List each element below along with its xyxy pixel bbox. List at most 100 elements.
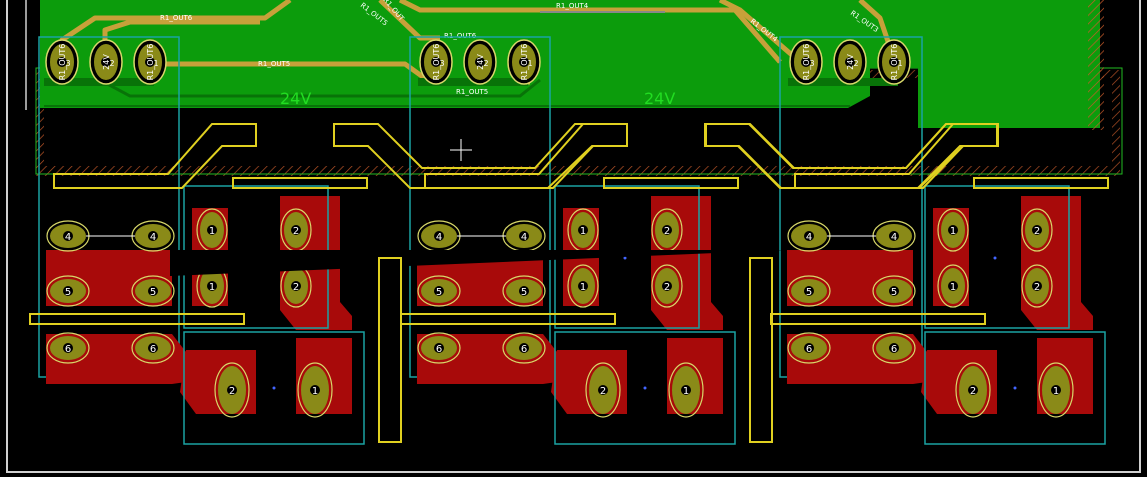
terminal-drill <box>801 57 811 67</box>
pad-coil-2a-drill <box>291 225 301 235</box>
pad-4b-label: 4 <box>150 232 156 243</box>
terminal-pin-number: 1 <box>527 59 532 68</box>
pad-bottom-2-ring <box>955 362 991 418</box>
net-label-out15-a: R1_OUT5 <box>258 60 290 68</box>
terminal-pin-number: 2 <box>853 59 858 68</box>
pad-4b-drill <box>148 231 158 241</box>
pad-6b-label: 6 <box>891 344 897 355</box>
terminal-drill <box>145 57 155 67</box>
courtyard-coil <box>924 185 1070 329</box>
pad-bottom-2-label: 2 <box>229 386 235 397</box>
pad-bottom-1-ring <box>1038 362 1074 418</box>
pad-bottom-2-drill <box>227 385 237 395</box>
pad-6a-ring <box>46 332 90 364</box>
terminal-drill <box>57 57 67 67</box>
terminal-pin-text: 24V <box>846 54 855 70</box>
pad-coil-2a-label: 2 <box>293 226 299 237</box>
unused <box>170 250 787 276</box>
pad-6a-drill <box>63 343 73 353</box>
pad-5a-label: 5 <box>436 287 442 298</box>
pad-5b-drill <box>519 286 529 296</box>
pad-5a-drill <box>434 286 444 296</box>
pad-5b-drill <box>889 286 899 296</box>
zone-label-24v-right: 24V <box>644 89 675 108</box>
copper-pour-right-hatch <box>1088 0 1104 130</box>
pad-4a-drill <box>804 231 814 241</box>
coil-center-marker <box>623 256 627 260</box>
terminal-pin-number: 3 <box>809 59 814 68</box>
pad-5a-label: 5 <box>806 287 812 298</box>
terminal-pin-text: R1_OUT6 <box>58 44 67 81</box>
terminal-pin-text: R1_OUT6 <box>802 44 811 81</box>
pad-5b-label: 5 <box>891 287 897 298</box>
terminal-pin-number: 1 <box>153 59 158 68</box>
pad-coil-1a-drill <box>948 225 958 235</box>
pad-coil-2a-drill <box>1032 225 1042 235</box>
pad-6b-drill <box>519 343 529 353</box>
pad-coil-1a-label: 1 <box>950 226 956 237</box>
terminal-pin-text: 24V <box>102 54 111 70</box>
terminal-drill <box>431 57 441 67</box>
pad-bottom-2-drill <box>968 385 978 395</box>
pad-5b-label: 5 <box>521 287 527 298</box>
pad-coil-1b-drill <box>948 281 958 291</box>
pad-5b-ring <box>502 275 546 307</box>
pad-coil-1a-label: 1 <box>580 226 586 237</box>
pad-bottom-1-ring <box>668 362 704 418</box>
pad-5a-ring <box>46 275 90 307</box>
net-label-out16-b: R1_OUT6 <box>444 32 477 40</box>
pad-6a-ring <box>417 332 461 364</box>
pad-coil-1b-drill <box>207 281 217 291</box>
pad-bottom-2-label: 2 <box>600 386 606 397</box>
pad-5b-ring <box>131 275 175 307</box>
coil-center-marker <box>993 256 997 260</box>
pad-coil-1b-label: 1 <box>209 282 215 293</box>
pad-6b-drill <box>889 343 899 353</box>
pad-bottom-2-drill <box>598 385 608 395</box>
pad-6a-ring <box>787 332 831 364</box>
pad-5a-drill <box>63 286 73 296</box>
terminal-pin-number: 3 <box>65 59 70 68</box>
pad-5a-label: 5 <box>65 287 71 298</box>
terminal-pin-number: 1 <box>897 59 902 68</box>
pad-4b-label: 4 <box>891 232 897 243</box>
pad-4b-drill <box>519 231 529 241</box>
terminal-pin-text: 24V <box>476 54 485 70</box>
pad-coil-2a-ring <box>1021 208 1053 252</box>
courtyard-bottom <box>183 331 365 445</box>
pad-6a-label: 6 <box>806 344 812 355</box>
pad-bottom-1-ring <box>297 362 333 418</box>
silk-bar-mid <box>400 313 616 325</box>
pad-coil-1b-label: 1 <box>950 282 956 293</box>
pad-coil-1b-drill <box>578 281 588 291</box>
pad-bottom-1-drill <box>310 385 320 395</box>
bottom-center-marker <box>272 386 276 390</box>
silk-vertical-bar <box>749 257 773 443</box>
pad-coil-1b-label: 1 <box>580 282 586 293</box>
pad-6b-drill <box>148 343 158 353</box>
terminal-pin-text: R1_OUT6 <box>890 44 899 81</box>
track-out15 <box>99 78 541 98</box>
pad-bottom-1-label: 1 <box>312 386 318 397</box>
terminal-pin-number: 2 <box>483 59 488 68</box>
silk-outline-right <box>705 123 999 189</box>
silk-bar-top <box>232 177 368 189</box>
pad-4a-drill <box>63 231 73 241</box>
silk-bar-top <box>603 177 739 189</box>
silk-bar-mid <box>770 313 986 325</box>
pad-6b-label: 6 <box>521 344 527 355</box>
terminal-pin-text: R1_OUT6 <box>146 44 155 81</box>
pad-5a-drill <box>804 286 814 296</box>
terminal-drill <box>519 57 529 67</box>
pad-6a-drill <box>804 343 814 353</box>
pad-coil-2b-label: 2 <box>1034 282 1040 293</box>
pad-coil-1b-ring <box>937 264 969 308</box>
pad-4a-label: 4 <box>436 232 442 243</box>
pad-6a-label: 6 <box>436 344 442 355</box>
courtyard-bottom <box>554 331 736 445</box>
terminal-pin-text: R1_OUT6 <box>520 44 529 81</box>
pad-bottom-2-ring <box>585 362 621 418</box>
